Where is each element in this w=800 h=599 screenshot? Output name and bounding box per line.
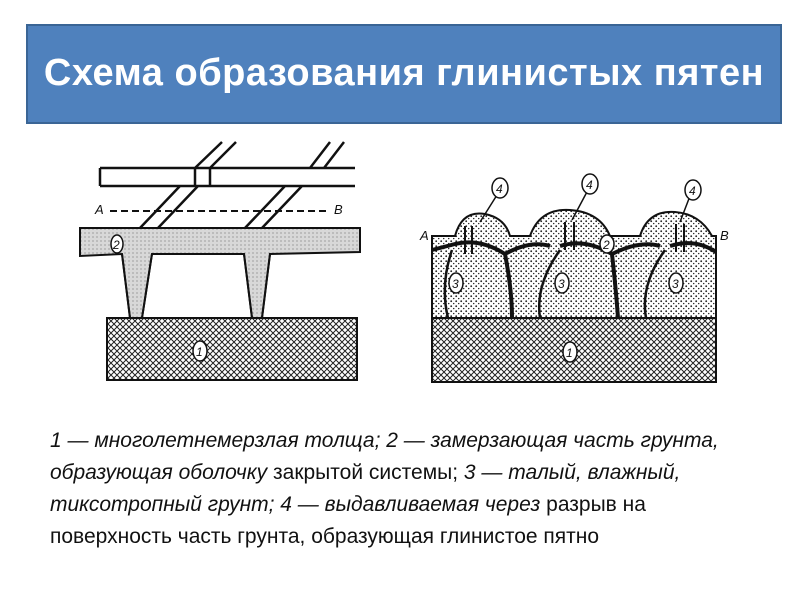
marker-3-right-1 bbox=[448, 272, 464, 294]
marker-1-right-label: 1 bbox=[566, 346, 573, 360]
marker-3-right-1-label: 3 bbox=[452, 277, 459, 291]
clay-spots-diagram: A B 2 1 A B 4 4 4 2 3 3 3 1 bbox=[79, 141, 729, 383]
permafrost-layer-left bbox=[106, 317, 358, 381]
right-diagram: A B 4 4 4 2 3 3 3 1 bbox=[419, 173, 729, 383]
marker-2-left bbox=[110, 234, 124, 254]
label-b-left: B bbox=[334, 202, 343, 217]
marker-4-right-3-label: 4 bbox=[689, 184, 696, 198]
marker-4-right-2-label: 4 bbox=[586, 178, 593, 192]
caption-part-2: закрытой системы; bbox=[267, 461, 464, 484]
rupture-channels-right bbox=[464, 222, 685, 254]
marker-3-right-3 bbox=[668, 272, 684, 294]
marker-2-right bbox=[599, 234, 615, 254]
marker-3-right-2-label: 3 bbox=[558, 277, 565, 291]
ice-wedge-left-2 bbox=[243, 253, 271, 319]
left-diagram: A B 2 1 bbox=[79, 141, 361, 381]
slide-title: Схема образования глинистых пятен bbox=[43, 52, 765, 94]
marker-4-right-3 bbox=[684, 179, 702, 201]
marker-2-right-label: 2 bbox=[602, 238, 610, 252]
marker-2-left-label: 2 bbox=[112, 238, 120, 252]
surface-block-left bbox=[98, 141, 355, 229]
leader-lines-right bbox=[479, 189, 691, 223]
label-a-right: A bbox=[419, 228, 429, 243]
diagram-caption: 1 — многолетнемерзлая толща; 2 — замерза… bbox=[50, 425, 770, 553]
marker-3-right-2 bbox=[554, 272, 570, 294]
shell-walls-right bbox=[443, 249, 667, 319]
marker-4-right-2 bbox=[581, 173, 599, 195]
freezing-shell-right bbox=[431, 240, 718, 319]
marker-4-right-1 bbox=[491, 177, 509, 199]
caption-part-4: разрыв на поверхность часть грунта, обра… bbox=[50, 493, 646, 548]
caption-part-1: 1 — многолетнемерзлая толща; 2 — замерза… bbox=[50, 429, 719, 484]
caption-part-3: 3 — талый, влажный, тиксотропный грунт; … bbox=[50, 461, 681, 516]
marker-3-right-3-label: 3 bbox=[672, 277, 679, 291]
marker-1-left-label: 1 bbox=[196, 345, 203, 359]
marker-1-left bbox=[192, 340, 208, 362]
ice-wedge-left-1 bbox=[121, 253, 153, 319]
marker-1-right bbox=[562, 341, 578, 363]
title-banner: Схема образования глинистых пятен bbox=[26, 24, 782, 124]
label-b-right: B bbox=[720, 228, 729, 243]
label-a-left: A bbox=[94, 202, 104, 217]
marker-4-right-1-label: 4 bbox=[496, 182, 503, 196]
